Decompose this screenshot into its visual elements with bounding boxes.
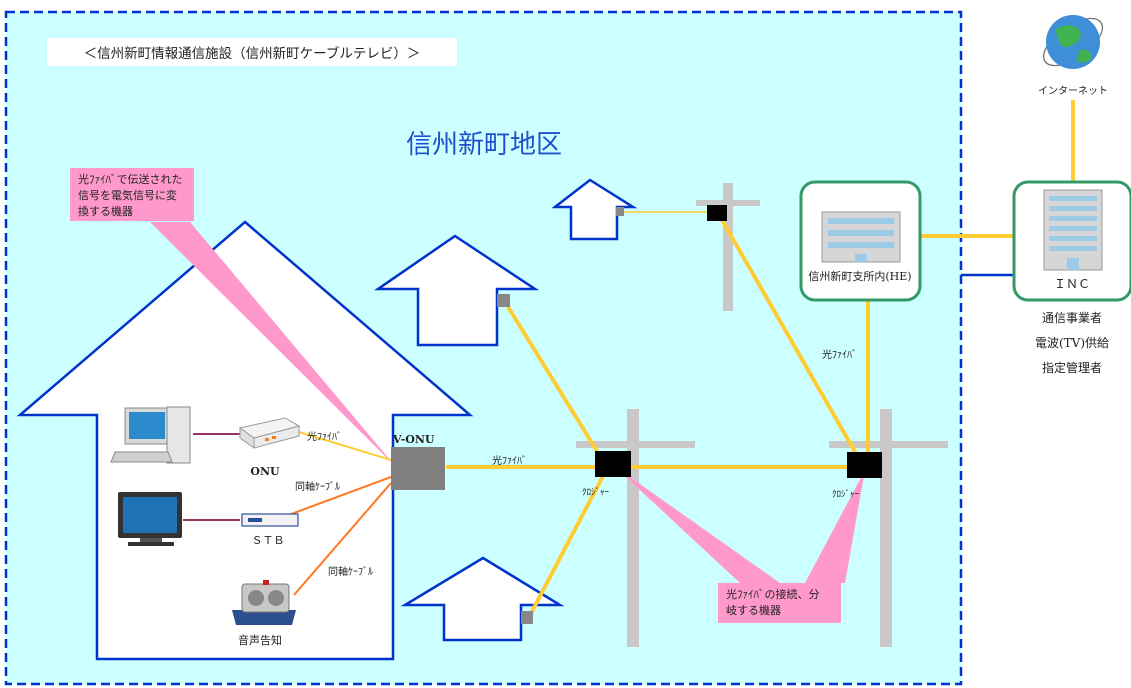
coax-label-1: 同軸ｹｰﾌﾞﾙ [295, 480, 340, 493]
fiber-label-he: 光ﾌｧｲﾊﾞ [822, 348, 857, 361]
tv-icon [118, 492, 182, 546]
globe-icon [1043, 15, 1103, 69]
onu-callout-line-3: 換する機器 [78, 204, 133, 218]
inc-role-3: 指定管理者 [1042, 360, 1102, 375]
he-building [799, 180, 922, 302]
closure-box-right [847, 452, 882, 478]
closure-label-mid: ｸﾛｼﾞｬｰ [582, 487, 610, 498]
onu-callout: 光ﾌｧｲﾊﾞで伝送された 信号を電気信号に変 換する機器 [70, 168, 396, 467]
fiber-lines [446, 100, 1075, 620]
facility-title-box [47, 38, 457, 66]
stb-icon [241, 513, 299, 527]
closure-box-mid [595, 451, 631, 477]
utility-pole-right [829, 409, 948, 647]
terminal-small-2 [497, 294, 510, 307]
stb-label: ＳＴＢ [252, 534, 285, 547]
utility-pole-top [696, 183, 760, 311]
onu-fiber-line [298, 431, 392, 461]
fiber-label-main: 光ﾌｧｲﾊﾞ [492, 454, 527, 467]
coax-label-2: 同軸ｹｰﾌﾞﾙ [328, 565, 373, 578]
house-small-2 [373, 234, 540, 347]
onu-callout-line-2: 信号を電気信号に変 [78, 188, 177, 202]
terminal-small-3 [521, 611, 533, 624]
fiber-label-onu: 光ﾌｧｲﾊﾞ [307, 430, 342, 443]
house-small-3 [400, 556, 565, 642]
closure-callout-line-2: 岐する機器 [726, 603, 781, 617]
house-small-1 [551, 178, 638, 241]
onu-label: ONU [250, 465, 280, 478]
closure-label-right: ｸﾛｼﾞｬｰ [832, 489, 860, 500]
closure-box-top [707, 205, 727, 221]
he-label: 信州新町支所内(HE) [808, 269, 911, 283]
vonu-label: V-ONU [392, 433, 435, 446]
onu-callout-line-1: 光ﾌｧｲﾊﾞで伝送された [78, 172, 183, 186]
area-title: 信州新町地区 [406, 130, 562, 160]
inc-role-2: 電波(TV)供給 [1035, 336, 1109, 350]
closure-callout: 光ﾌｧｲﾊﾞの接続、分 岐する機器 [613, 465, 865, 623]
vonu-box [391, 447, 445, 490]
facility-title: ＜信州新町情報通信施設（信州新町ケーブルテレビ）＞ [84, 45, 421, 62]
internet-label: インターネット [1038, 85, 1108, 97]
coax-lines [274, 476, 392, 596]
inc-building [1012, 180, 1131, 302]
computer-icon [110, 406, 191, 464]
inc-label: ＩＮＣ [1054, 277, 1090, 291]
inc-role-1: 通信事業者 [1042, 311, 1102, 325]
speaker-icon [232, 580, 296, 625]
closure-callout-line-1: 光ﾌｧｲﾊﾞの接続、分 [726, 587, 820, 601]
speaker-label: 音声告知 [238, 633, 282, 647]
terminal-small-1 [616, 207, 624, 216]
onu-device-icon [238, 417, 301, 449]
lan-lines [183, 433, 240, 521]
